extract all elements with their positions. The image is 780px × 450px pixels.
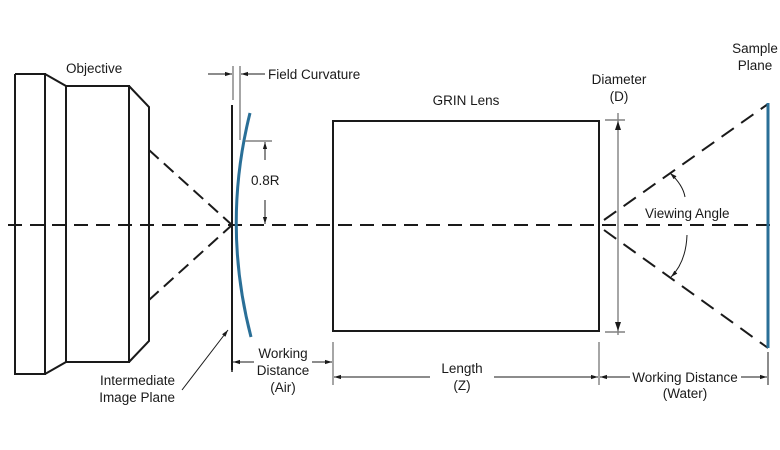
wd-water-label-line2: (Water) xyxy=(663,386,708,401)
grin-lens-label: GRIN Lens xyxy=(433,93,500,108)
objective-label: Objective xyxy=(66,61,122,76)
diameter-label-line1: Diameter xyxy=(592,72,647,87)
sample-plane-label-line1: Sample xyxy=(732,41,778,56)
field-curvature-dimension xyxy=(208,66,265,140)
objective-cone-bottom xyxy=(148,224,233,301)
diameter-arrow-top xyxy=(615,121,621,130)
wd-water-label-line1: Working Distance xyxy=(632,370,738,385)
sample-plane-label-line2: Plane xyxy=(738,58,773,73)
diameter-dimension xyxy=(605,113,625,335)
viewing-angle-indicator xyxy=(669,172,688,278)
wd-air-label-line1: Working xyxy=(258,346,307,361)
output-cone-bottom xyxy=(603,229,769,349)
intermediate-label-line1: Intermediate xyxy=(100,373,175,388)
viewing-angle-arc-bottom xyxy=(670,234,688,278)
radius-dimension xyxy=(245,140,272,224)
wd-air-label-line2: Distance xyxy=(257,363,310,378)
curved-image-field xyxy=(234,112,253,338)
viewing-angle-arc-top xyxy=(669,172,686,198)
output-cone-top xyxy=(603,103,769,221)
wd-air-label-line3: (Air) xyxy=(270,380,296,395)
diameter-arrow-bottom xyxy=(615,322,621,331)
intermediate-leader xyxy=(181,329,229,391)
diameter-label-line2: (D) xyxy=(610,89,629,104)
objective-cone-top xyxy=(148,149,233,226)
grin-lens-body xyxy=(332,120,600,332)
length-label-line2: (Z) xyxy=(453,378,470,393)
viewing-angle-label: Viewing Angle xyxy=(645,206,730,221)
intermediate-label-line2: Image Plane xyxy=(99,390,175,405)
radius-label: 0.8R xyxy=(251,173,280,188)
field-curvature-label: Field Curvature xyxy=(268,67,360,82)
length-label-line1: Length xyxy=(441,361,482,376)
